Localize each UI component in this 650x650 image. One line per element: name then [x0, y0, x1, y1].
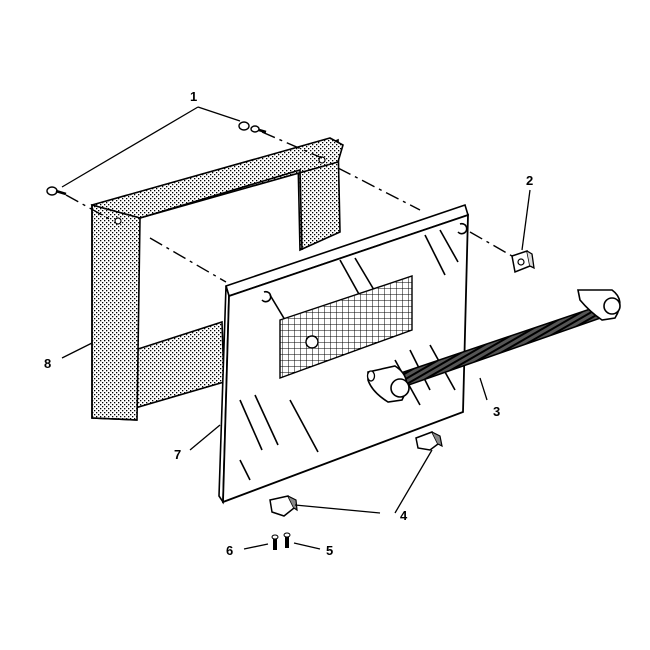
hinge-clip-right: [415, 431, 443, 451]
clip-nut: [511, 250, 535, 274]
door-handle: [366, 289, 621, 403]
callout-8: 8: [44, 356, 51, 371]
glass-panel: [218, 203, 469, 505]
screw-top-left: [46, 186, 67, 196]
screw-5: [283, 532, 291, 548]
callout-2: 2: [526, 173, 533, 188]
callout-6: 6: [226, 543, 233, 558]
callout-7: 7: [174, 447, 181, 462]
callout-1: 1: [190, 89, 197, 104]
screw-6: [271, 534, 279, 550]
leader-lines: [61, 106, 531, 550]
door-frame: [90, 137, 344, 421]
callout-3: 3: [493, 404, 500, 419]
callout-labels: 1 2 3 4 5 6 7 8: [44, 89, 533, 558]
callout-5: 5: [326, 543, 333, 558]
hinge-clip-left: [269, 495, 298, 517]
screw-top-right: [238, 121, 267, 134]
callout-4: 4: [400, 508, 408, 523]
